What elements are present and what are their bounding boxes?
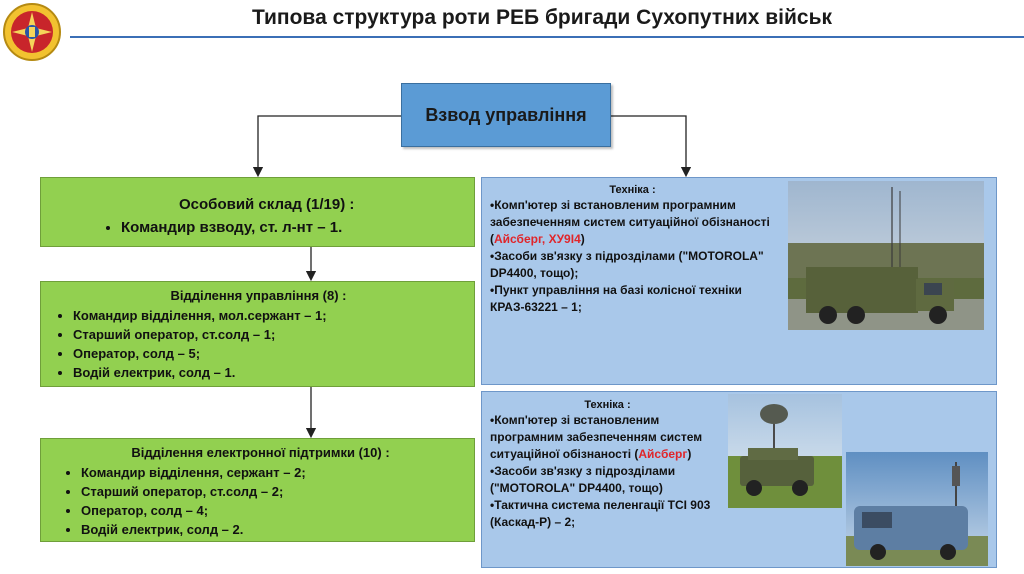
list-item: Старший оператор, ст.солд – 1;: [73, 325, 466, 344]
list-item: Водій електрик, солд – 1.: [73, 363, 466, 382]
truck-photo: [788, 181, 984, 330]
tech-1-title: Техніка :: [609, 184, 656, 196]
title-underline: [70, 36, 1024, 38]
section-ew-box: Відділення електронної підтримки (10) : …: [40, 438, 475, 542]
list-item: Водій електрик, солд – 2.: [81, 520, 466, 539]
title-bar: [0, 0, 1024, 40]
platoon-box: Взвод управління: [401, 83, 611, 147]
tech-1-line-2: •Засоби зв'язку з підрозділами ("MOTOROL…: [490, 249, 764, 280]
section-control-box: Відділення управління (8) : Командир від…: [40, 281, 475, 387]
tech-2-line-3: •Тактична система пеленгації ТСІ 903 (Ка…: [490, 498, 711, 529]
suv-photo: [728, 394, 842, 508]
tech-panel-2: Техніка : •Комп'ютер зі встановленим про…: [481, 391, 997, 568]
tech-1-line-1: •Комп'ютер зі встановленим програмним за…: [490, 198, 770, 246]
personnel-item: Командир взводу, ст. л-нт – 1.: [121, 219, 464, 236]
tech-2-text: Техніка : •Комп'ютер зі встановленим про…: [490, 398, 725, 531]
section-ew-heading: Відділення електронної підтримки (10) :: [131, 445, 390, 460]
tech-2-line-1: •Комп'ютер зі встановленим програмним за…: [490, 413, 703, 461]
list-item: Оператор, солд – 5;: [73, 344, 466, 363]
personnel-box: Особовий склад (1/19) : Командир взводу,…: [40, 177, 475, 247]
tech-1-line-3: •Пункт управління на базі колісної техні…: [490, 283, 742, 314]
tech-panel-1: Техніка : •Комп'ютер зі встановленим про…: [481, 177, 997, 385]
list-item: Командир відділення, мол.сержант – 1;: [73, 306, 466, 325]
page-title: Типова структура роти РЕБ бригади Сухопу…: [251, 6, 832, 29]
emblem-logo: [2, 2, 62, 62]
van-photo: [846, 452, 988, 566]
list-item: Командир відділення, сержант – 2;: [81, 463, 466, 482]
tech-2-title: Техніка :: [584, 399, 631, 411]
list-item: Оператор, солд – 4;: [81, 501, 466, 520]
list-item: Старший оператор, ст.солд – 2;: [81, 482, 466, 501]
section-control-heading: Відділення управління (8) :: [170, 288, 347, 303]
tech-1-text: Техніка : •Комп'ютер зі встановленим про…: [490, 183, 775, 316]
personnel-heading: Особовий склад (1/19) :: [179, 196, 355, 213]
tech-2-line-2: •Засоби зв'язку з підрозділами ("MOTOROL…: [490, 464, 676, 495]
